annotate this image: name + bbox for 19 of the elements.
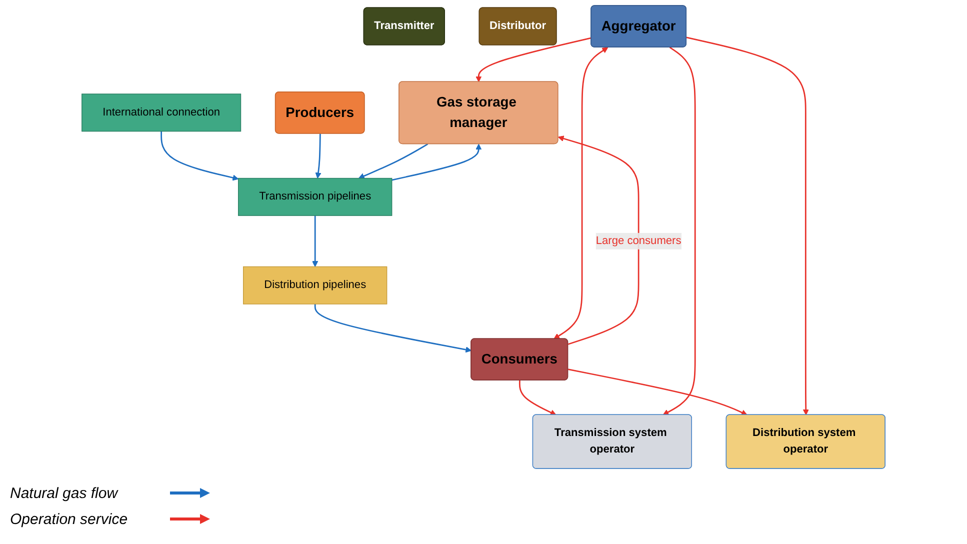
arrow: [554, 47, 608, 340]
arrow: [358, 143, 428, 179]
node-box: Transmission pipelines: [238, 178, 392, 216]
arrow: [518, 380, 556, 416]
arrow: [568, 368, 748, 416]
arrow: [314, 304, 472, 353]
edge-label: Large consumers: [596, 234, 682, 247]
arrow: [312, 216, 318, 267]
arrow: [160, 131, 239, 181]
arrow: [392, 144, 482, 181]
legend-label: Natural gas flow: [10, 484, 120, 502]
arrow: [476, 37, 592, 82]
arrow: [315, 134, 322, 179]
arrow: [558, 136, 640, 345]
legend-label: Operation service: [10, 510, 129, 528]
arrow: [662, 46, 696, 416]
arrow: [686, 36, 809, 416]
node-box: International connection: [82, 94, 242, 132]
node-box: Distribution pipelines: [243, 266, 388, 304]
